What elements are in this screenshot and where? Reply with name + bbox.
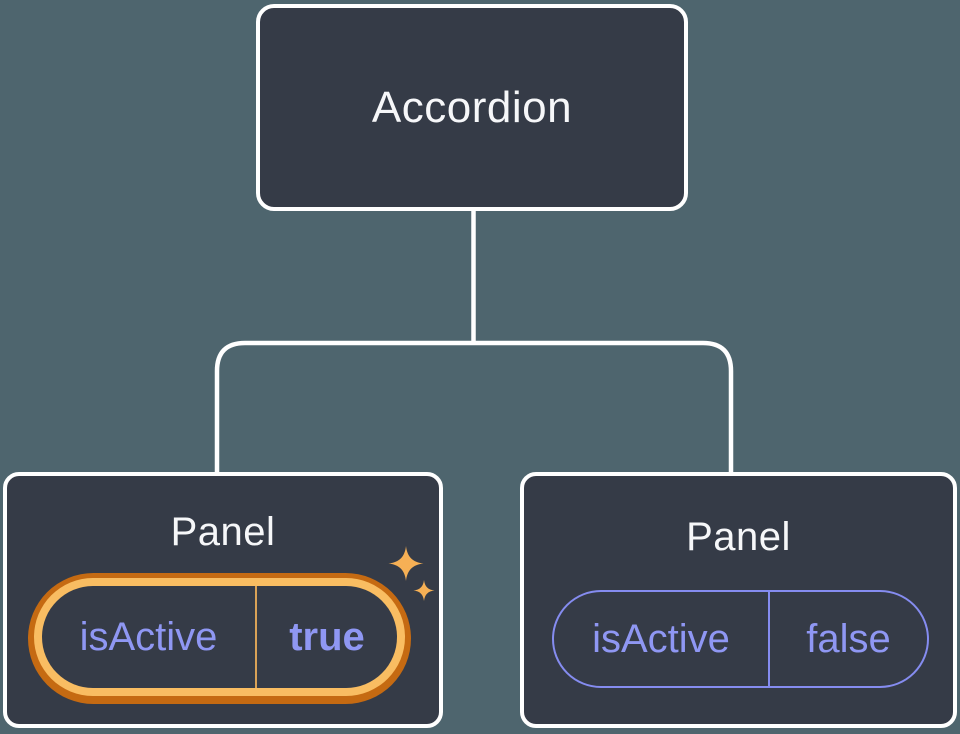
state-key: isActive: [79, 614, 218, 659]
state-pill-active-ring: isActive true: [34, 578, 405, 696]
component-box-panel-active: Panel isActive true: [3, 472, 443, 728]
state-key: isActive: [592, 616, 730, 661]
state-pill-inactive: isActive false: [552, 590, 929, 688]
component-box-accordion: Accordion: [256, 4, 688, 211]
component-label: Panel: [686, 515, 791, 559]
component-box-panel-inactive: Panel isActive false: [520, 472, 957, 728]
sparkle-icon: [388, 546, 424, 581]
component-label: Panel: [170, 510, 276, 554]
component-label: Accordion: [371, 82, 573, 132]
state-pill-body: isActive true: [42, 586, 397, 688]
state-pill-divider: [255, 586, 257, 688]
state-value: false: [806, 616, 891, 661]
state-value: true: [289, 614, 365, 659]
state-pill-active: isActive true: [28, 573, 411, 704]
sparkle-icon: [413, 580, 435, 601]
state-pill-divider: [768, 592, 770, 686]
